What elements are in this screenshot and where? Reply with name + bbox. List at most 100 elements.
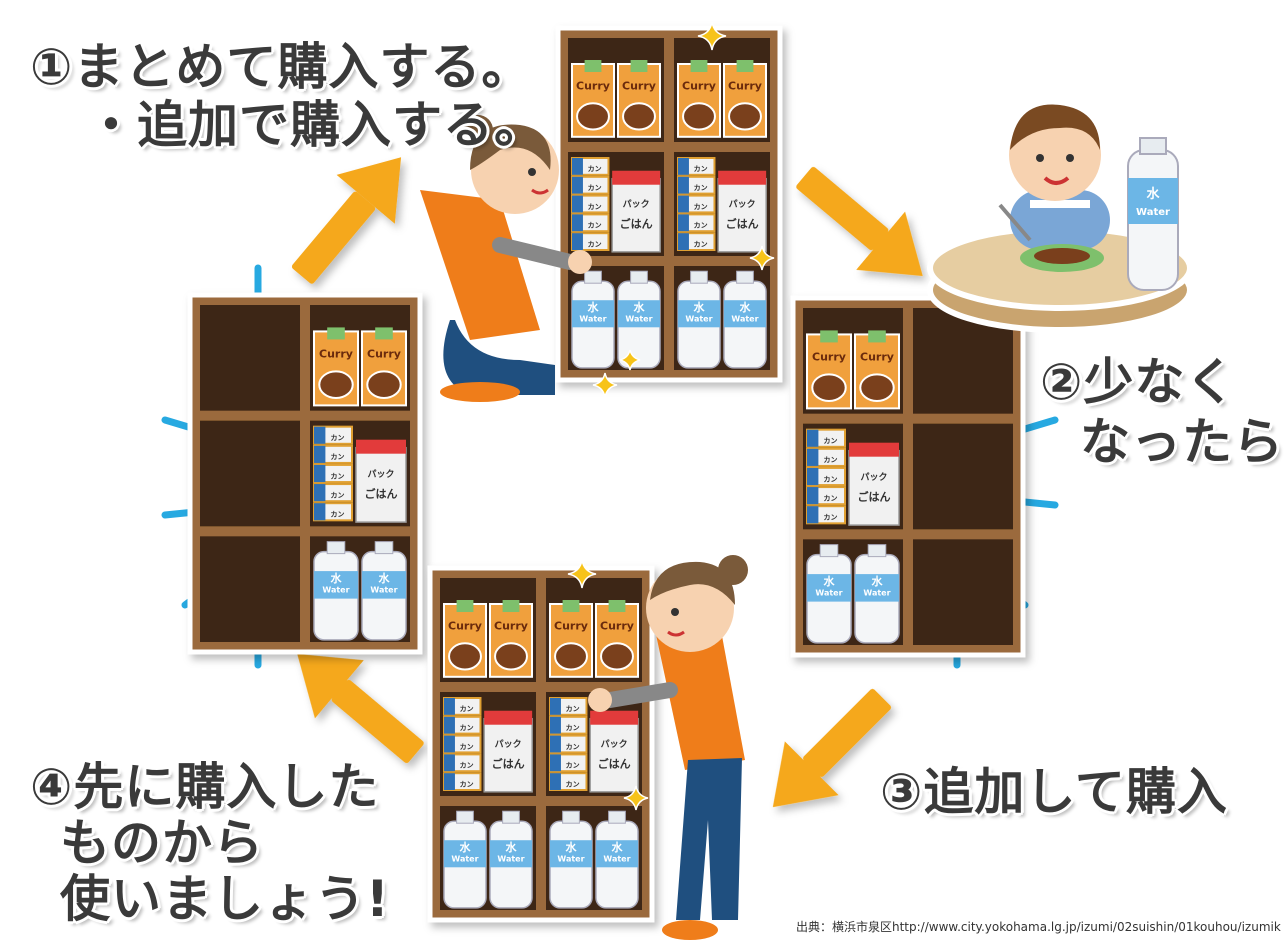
water-label: Water xyxy=(370,586,397,595)
curry-box: Curry xyxy=(806,330,852,410)
woman-using-stock xyxy=(588,555,748,940)
curry-box: Curry xyxy=(549,600,593,678)
curry-box: Curry xyxy=(723,60,767,138)
can-label: カン xyxy=(460,705,474,713)
step4-label-line2: ものから xyxy=(60,814,264,872)
curry-label: Curry xyxy=(448,619,482,632)
curry-label: Curry xyxy=(367,347,401,360)
pack-rice-label-top: パック xyxy=(601,738,628,750)
curry-label: Curry xyxy=(494,619,528,632)
water-kanji-label: 水 xyxy=(588,300,600,314)
water-label: Water xyxy=(557,854,584,863)
pack-rice-label-top: パック xyxy=(367,468,394,480)
water-label: Water xyxy=(579,314,606,323)
curry-box: Curry xyxy=(595,600,639,678)
can-label: カン xyxy=(824,475,838,483)
curry-label: Curry xyxy=(576,79,610,92)
curry-label: Curry xyxy=(812,350,846,363)
curry-box: Curry xyxy=(489,600,533,678)
water-label: Water xyxy=(451,854,478,863)
water-label: Water xyxy=(815,589,842,598)
water-kanji-label: 水 xyxy=(506,840,518,854)
water-label: Water xyxy=(322,586,349,595)
step2-label-line1: ②少なく xyxy=(1040,353,1237,411)
water-kanji-label: 水 xyxy=(824,574,836,588)
water-label: Water xyxy=(603,854,630,863)
can-label: カン xyxy=(460,724,474,732)
woman-stocking-shelf xyxy=(420,115,592,402)
water-kanji-label: 水 xyxy=(740,300,752,314)
curry-label: Curry xyxy=(728,79,762,92)
curry-box: Curry xyxy=(361,327,407,407)
water-kanji-label: 水 xyxy=(460,840,472,854)
curry-label: Curry xyxy=(319,347,353,360)
can-label: カン xyxy=(331,453,345,461)
shelf-cell xyxy=(200,536,300,642)
can-label: カン xyxy=(566,743,580,751)
can-label: カン xyxy=(588,222,602,230)
step1-label-line1: ①まとめて購入する。 xyxy=(30,38,533,96)
curry-box: Curry xyxy=(313,327,359,407)
can-label: カン xyxy=(331,511,345,519)
child-at-table: 水 Water xyxy=(927,104,1193,333)
pack-rice-label-top: パック xyxy=(623,198,650,210)
can-label: カン xyxy=(588,203,602,211)
pack-rice-label-bottom: ごはん xyxy=(598,757,631,771)
step1-label-line2: ・追加で購入する。 xyxy=(86,96,545,154)
curry-label: Curry xyxy=(682,79,716,92)
sparkle-icon xyxy=(592,372,618,398)
can-label: カン xyxy=(588,184,602,192)
arrow-to-bottom xyxy=(772,688,892,808)
water-kanji-label: 水 xyxy=(331,571,343,585)
sparkle-icon xyxy=(619,349,641,371)
step3-label: ③追加して購入 xyxy=(880,763,1228,821)
pack-rice-label-top: パック xyxy=(495,738,522,750)
curry-label: Curry xyxy=(622,79,656,92)
pack-rice-label-bottom: ごはん xyxy=(492,757,525,771)
can-label: カン xyxy=(694,165,708,173)
can-label: カン xyxy=(566,705,580,713)
can-label: カン xyxy=(824,494,838,502)
can-label: カン xyxy=(588,165,602,173)
water-kanji-label: 水 xyxy=(1146,186,1160,202)
sparkle-icon xyxy=(623,785,649,811)
shelf-cell xyxy=(913,423,1013,530)
shelf-cell xyxy=(200,420,300,527)
water-label: Water xyxy=(685,314,712,323)
water-label: Water xyxy=(1136,207,1170,218)
can-label: カン xyxy=(460,762,474,770)
sparkle-icon xyxy=(567,559,597,589)
pack-rice-label-bottom: ごはん xyxy=(726,217,759,231)
can-label: カン xyxy=(566,762,580,770)
water-kanji-label: 水 xyxy=(634,300,646,314)
can-label: カン xyxy=(331,491,345,499)
can-label: カン xyxy=(824,437,838,445)
water-label: Water xyxy=(497,854,524,863)
water-kanji-label: 水 xyxy=(379,571,391,585)
can-label: カン xyxy=(331,472,345,480)
can-label: カン xyxy=(824,456,838,464)
curry-label: Curry xyxy=(600,619,634,632)
can-label: カン xyxy=(566,780,580,788)
can-label: カン xyxy=(694,222,708,230)
pack-rice-label-top: パック xyxy=(860,471,887,483)
